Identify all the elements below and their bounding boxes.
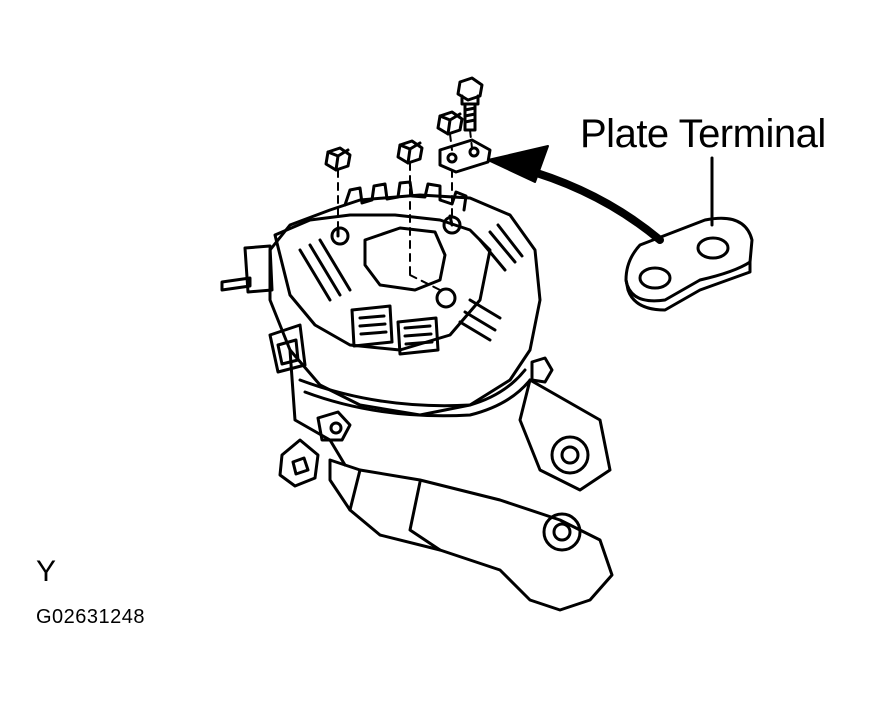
loose-fasteners: [324, 76, 492, 174]
install-guide-lines: [337, 129, 473, 291]
alternator-body: [220, 180, 614, 612]
stud-nuts: [330, 214, 462, 309]
figure-code: G02631248: [36, 606, 146, 628]
corner-letter: Y: [36, 555, 57, 588]
callout-arrow: [487, 145, 664, 244]
plate-terminal-label: Plate Terminal: [580, 112, 826, 156]
plate-terminal-detail: [624, 216, 754, 312]
